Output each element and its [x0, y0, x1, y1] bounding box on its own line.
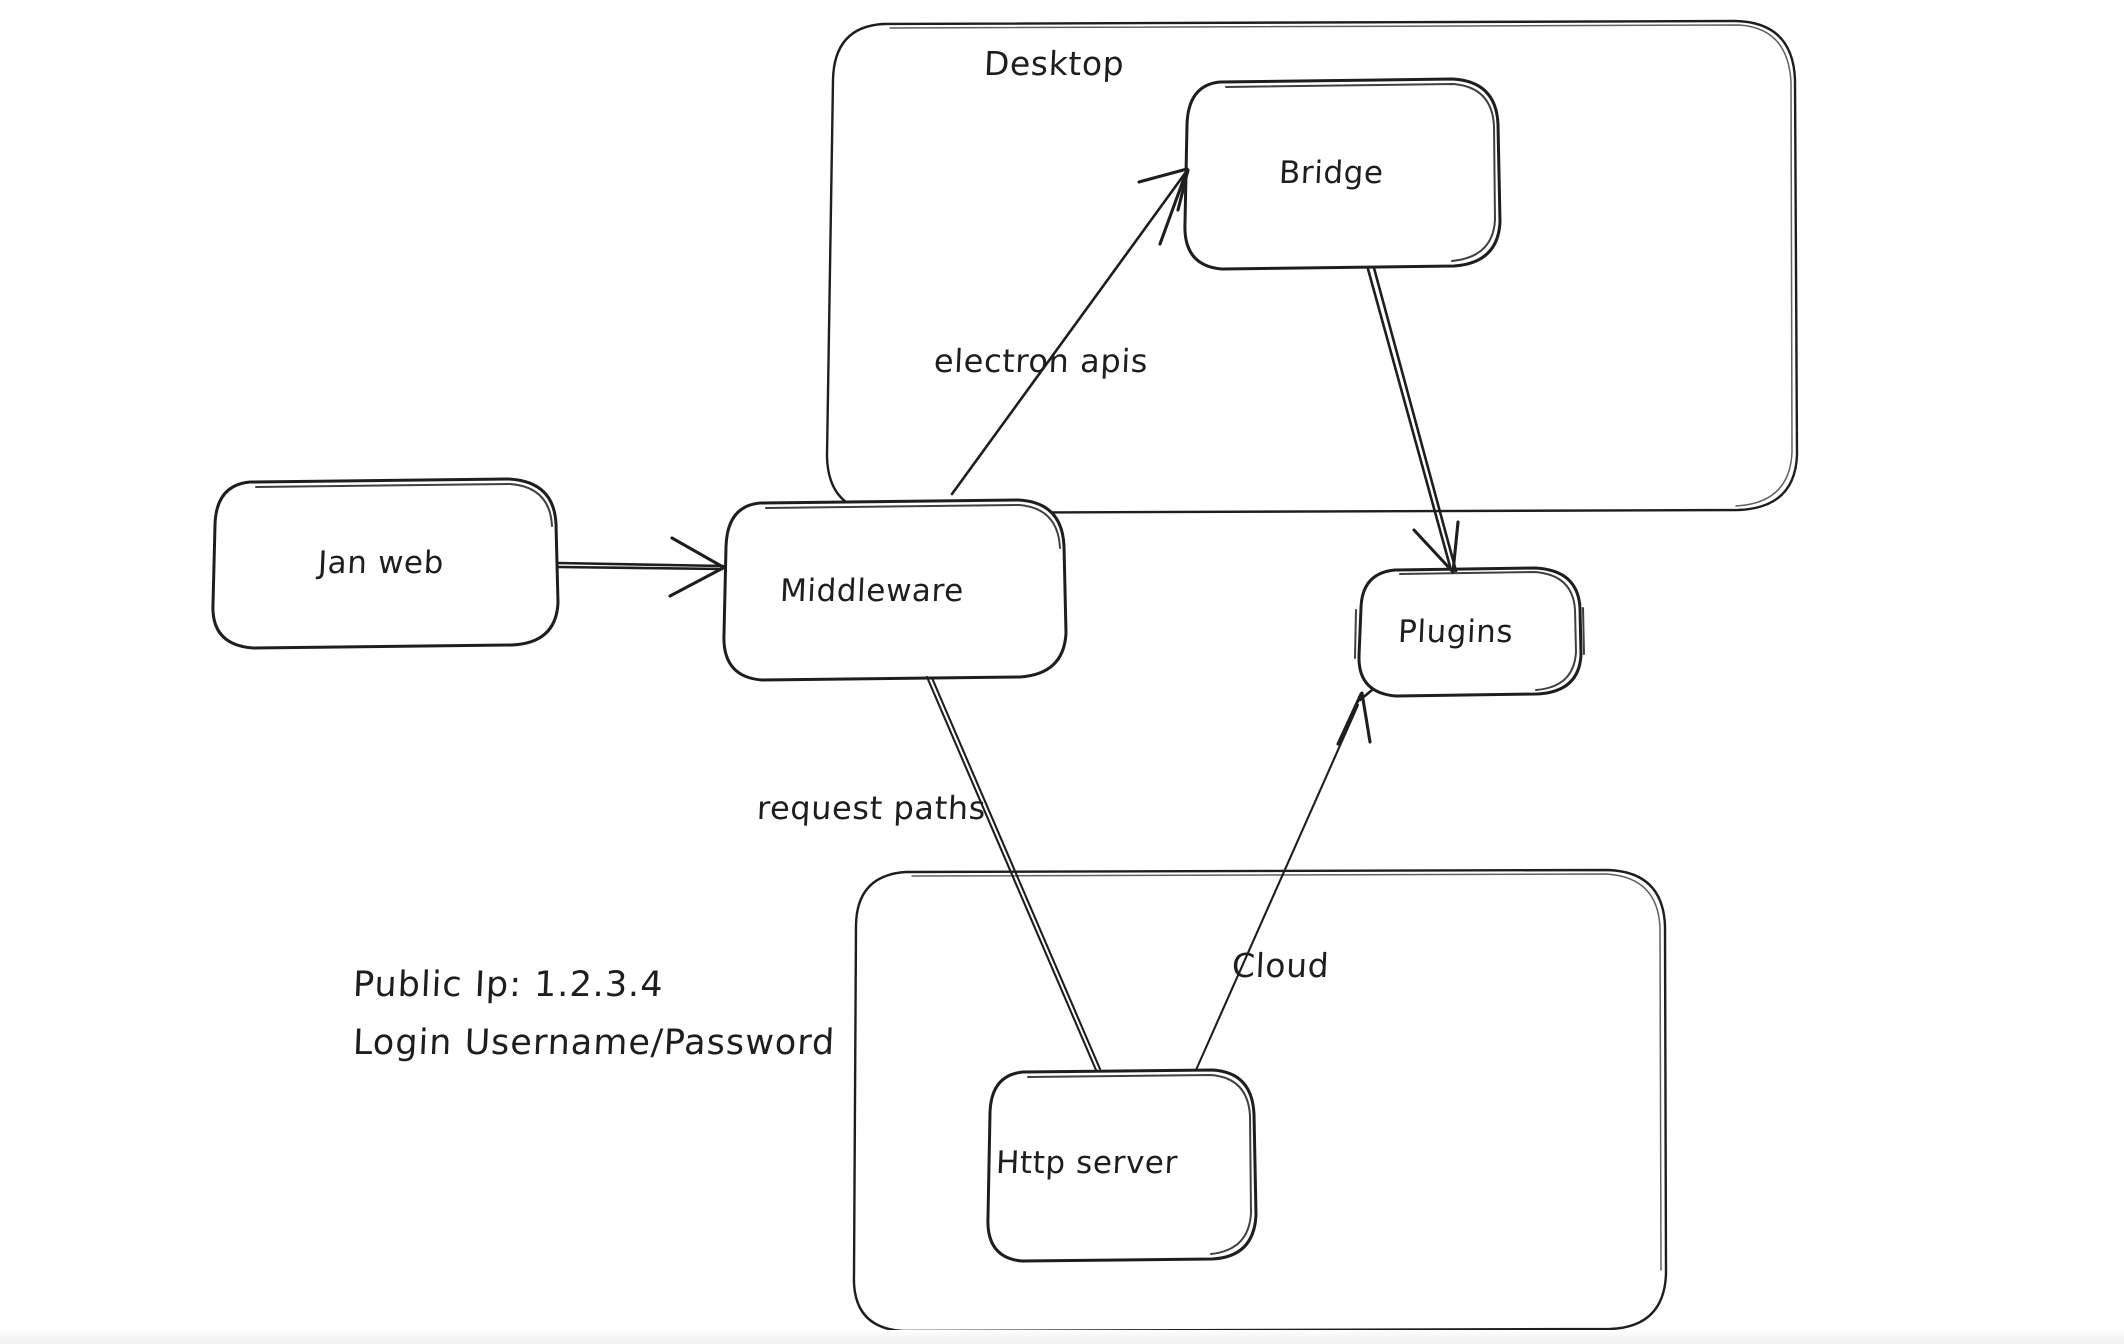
edge-label-electron-apis: electron apis	[933, 342, 1150, 380]
edge-httpserver-to-plugins[interactable]	[1194, 688, 1374, 1072]
node-jan-web-shape[interactable]	[211, 477, 560, 650]
bottom-edge-strip	[0, 1330, 2124, 1344]
node-label-bridge: Bridge	[1278, 155, 1385, 191]
edge-middleware-to-httpserver[interactable]	[925, 675, 1102, 1072]
edge-janweb-to-middleware[interactable]	[556, 536, 725, 598]
container-label-desktop: Desktop	[983, 44, 1126, 83]
edge-middleware-to-bridge[interactable]	[950, 167, 1190, 496]
node-plugins-shape[interactable]	[1354, 566, 1585, 698]
note-login-credentials: Login Username/Password	[352, 1023, 837, 1063]
node-bridge-shape[interactable]	[1183, 77, 1502, 271]
node-label-http-server: Http server	[995, 1145, 1179, 1181]
edge-label-request-paths: request paths	[756, 789, 987, 827]
node-label-jan-web: Jan web	[317, 545, 445, 581]
node-middleware-shape[interactable]	[722, 498, 1068, 682]
note-public-ip: Public Ip: 1.2.3.4	[352, 965, 665, 1005]
container-label-cloud: Cloud	[1231, 946, 1331, 985]
node-label-middleware: Middleware	[779, 573, 965, 609]
container-cloud-shape[interactable]	[852, 868, 1668, 1333]
node-label-plugins: Plugins	[1397, 614, 1515, 650]
edge-bridge-to-plugins[interactable]	[1366, 266, 1460, 574]
container-desktop-shape[interactable]	[825, 19, 1799, 515]
node-http-server-shape[interactable]	[986, 1068, 1258, 1263]
